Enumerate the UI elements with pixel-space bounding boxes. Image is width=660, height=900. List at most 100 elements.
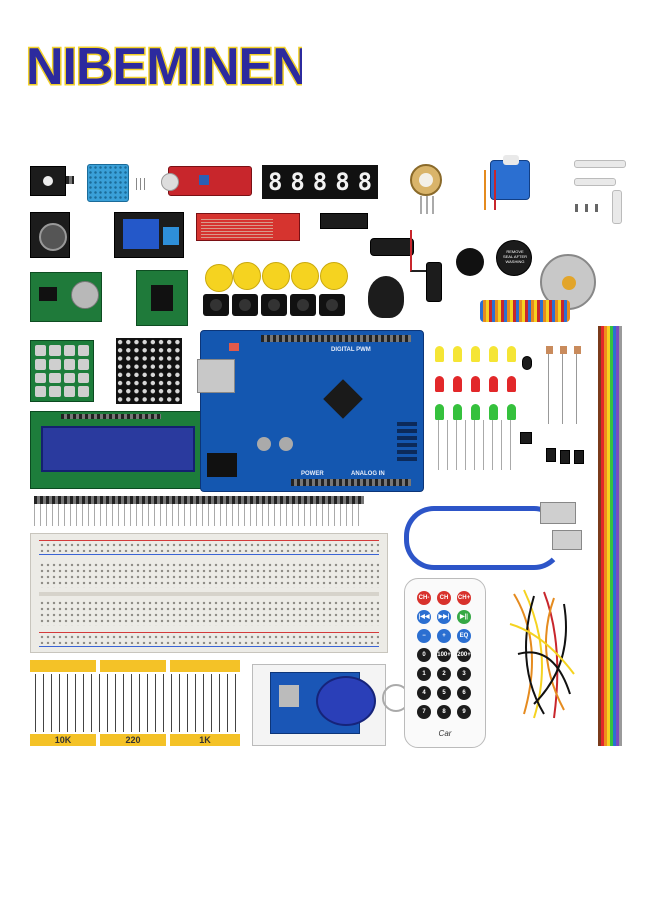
- rail-negative: [39, 554, 379, 555]
- led-red: [489, 376, 498, 392]
- remote-key[interactable]: 200+: [457, 648, 471, 662]
- pin-header-legs: [34, 504, 364, 526]
- led-red: [507, 376, 516, 392]
- led-matrix: [116, 338, 182, 404]
- tact-switch: [232, 294, 258, 316]
- tact-switch: [319, 294, 345, 316]
- remote-key[interactable]: |◀◀: [417, 610, 431, 624]
- arduino-uno-board: DIGITAL PWM POWER ANALOG IN: [197, 330, 424, 492]
- header-pins: [66, 176, 74, 184]
- led-green: [471, 404, 480, 420]
- temperature-sensor: [546, 448, 556, 462]
- center-channel: [39, 592, 379, 596]
- ic-chip: [320, 213, 368, 229]
- led-red: [435, 376, 444, 392]
- rail-positive: [39, 632, 379, 633]
- battery-clip: [370, 238, 414, 256]
- remote-key[interactable]: +: [437, 629, 451, 643]
- remote-key[interactable]: CH: [437, 591, 451, 605]
- segment-digit: 8: [290, 168, 305, 196]
- servo-cable: [484, 170, 496, 210]
- resistor-label-1k: 1K: [170, 734, 240, 746]
- remote-key[interactable]: 8: [437, 705, 451, 719]
- rail-holes: [39, 634, 379, 644]
- remote-key[interactable]: EQ: [457, 629, 471, 643]
- buzzer-label: REMOVE SEAL AFTER WASHING: [502, 249, 528, 264]
- lcd-module: [30, 411, 204, 489]
- tact-switch: [203, 294, 229, 316]
- led-green: [435, 404, 444, 420]
- servo-horn: [574, 160, 626, 168]
- digital-header: [261, 335, 411, 342]
- usb-port: [197, 359, 235, 393]
- sensor-module-black: [30, 166, 66, 196]
- rail-positive: [39, 540, 379, 541]
- remote-key[interactable]: CH-: [417, 591, 431, 605]
- remote-key[interactable]: 9: [457, 705, 471, 719]
- microcontroller-chip: [323, 379, 363, 419]
- photoresistors: [546, 346, 586, 354]
- servo-horn: [612, 190, 622, 224]
- active-buzzer: REMOVE SEAL AFTER WASHING: [496, 240, 532, 276]
- button-cap: [291, 262, 319, 290]
- button-cap: [205, 264, 233, 292]
- segment-digit: 8: [335, 168, 350, 196]
- remote-brand: Car: [438, 729, 452, 738]
- capacitor: [257, 437, 271, 451]
- led-green: [489, 404, 498, 420]
- remote-key[interactable]: 3: [457, 667, 471, 681]
- passive-buzzer: [456, 248, 484, 276]
- remote-key[interactable]: 4: [417, 686, 431, 700]
- terminal-holes: [39, 600, 379, 626]
- brand-name: NIBEMINENT: [26, 38, 302, 96]
- joystick-module: [30, 212, 70, 258]
- segment-digit: 8: [357, 168, 373, 196]
- sound-sensor-module: [161, 166, 252, 196]
- icsp-header: [397, 421, 417, 461]
- remote-key[interactable]: 7: [417, 705, 431, 719]
- reset-button: [229, 343, 239, 351]
- board-text: DIGITAL PWM: [331, 347, 371, 353]
- remote-key[interactable]: 1: [417, 667, 431, 681]
- led-legs: [438, 420, 514, 470]
- remote-key[interactable]: CH+: [457, 591, 471, 605]
- remote-key[interactable]: 0: [417, 648, 431, 662]
- led-red: [453, 376, 462, 392]
- ribbon-jumper-cable: [598, 326, 624, 746]
- remote-key[interactable]: 5: [437, 686, 451, 700]
- remote-key[interactable]: ▶▶|: [437, 610, 451, 624]
- usb-connector: [552, 530, 582, 550]
- jumper-wire-bundle: [504, 584, 580, 724]
- remote-key[interactable]: 6: [457, 686, 471, 700]
- tact-switch: [261, 294, 287, 316]
- segment-digit: 8: [267, 168, 283, 196]
- resistor-label-10k: 10K: [30, 734, 96, 746]
- remote-key[interactable]: 2: [437, 667, 451, 681]
- servo-horn: [574, 178, 616, 186]
- lcd-screen: [41, 426, 195, 472]
- breadboard: [30, 533, 388, 653]
- usb-cable: [404, 506, 564, 570]
- led-green: [507, 404, 516, 420]
- battery-wire: [410, 230, 436, 272]
- led-yellow: [471, 346, 480, 362]
- analog-header: [291, 479, 411, 486]
- remote-key[interactable]: ▶||: [457, 610, 471, 624]
- led-yellow: [435, 346, 444, 362]
- analog-text: ANALOG IN: [351, 471, 385, 477]
- keypad-module: [30, 340, 94, 402]
- remote-key[interactable]: 100+: [437, 648, 451, 662]
- screws: [575, 204, 599, 212]
- remote-key[interactable]: −: [417, 629, 431, 643]
- led-yellow: [507, 346, 516, 362]
- potentiometer: [410, 164, 442, 196]
- capacitor: [279, 437, 293, 451]
- resistor-strip-tape: [100, 660, 166, 672]
- power-text: POWER: [301, 471, 324, 477]
- button-cap: [320, 262, 348, 290]
- resistor-label-220: 220: [100, 734, 166, 746]
- led-yellow: [489, 346, 498, 362]
- segment-digit: 8: [312, 168, 328, 196]
- led-red: [471, 376, 480, 392]
- led-green: [453, 404, 462, 420]
